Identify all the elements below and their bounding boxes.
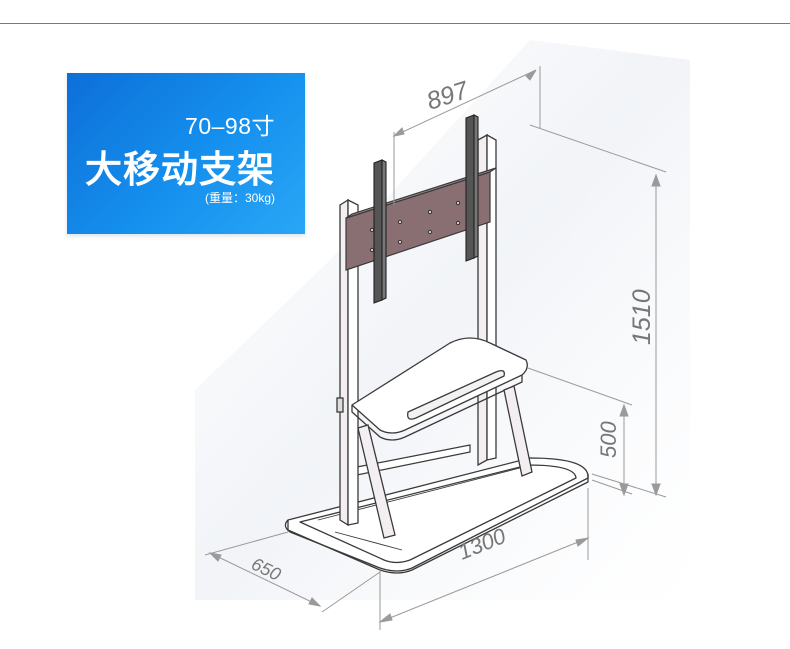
dimension-shelf-height bbox=[527, 367, 633, 497]
vesa-arms bbox=[373, 114, 479, 304]
product-badge: 70–98寸 大移动支架 (重量：30kg) bbox=[67, 73, 305, 234]
shelf-legs bbox=[357, 385, 533, 539]
base bbox=[284, 457, 589, 574]
dimension-base-depth bbox=[204, 531, 381, 613]
background-glow bbox=[195, 40, 690, 600]
badge-size-range: 70–98寸 bbox=[185, 113, 275, 139]
badge-title: 大移动支架 bbox=[85, 149, 275, 190]
dimension-base-length bbox=[378, 488, 590, 630]
top-divider bbox=[0, 23, 790, 24]
badge-weight: (重量：30kg) bbox=[204, 191, 275, 205]
dimension-width-top bbox=[392, 66, 541, 205]
shelf bbox=[351, 337, 528, 441]
label-shelf-height: 500 bbox=[596, 421, 621, 458]
label-width-top: 897 bbox=[423, 76, 472, 116]
label-total-height: 1510 bbox=[628, 289, 656, 345]
left-upright bbox=[336, 198, 359, 527]
dimension-total-height bbox=[529, 124, 667, 498]
